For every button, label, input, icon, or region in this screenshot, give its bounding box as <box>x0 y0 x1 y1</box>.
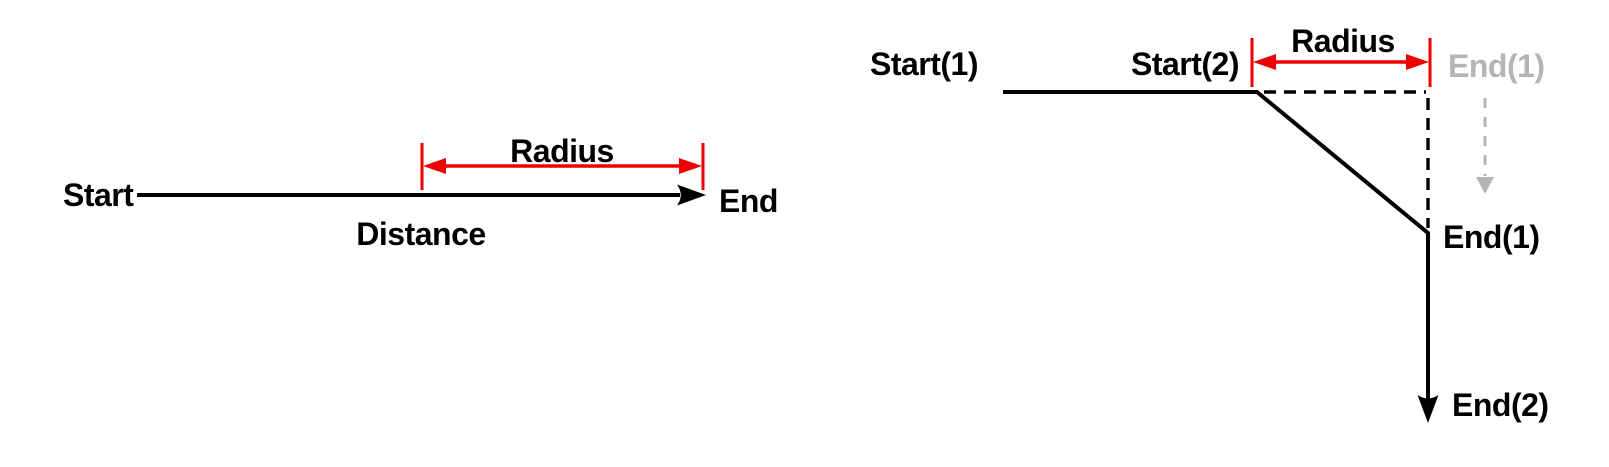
start-label: Start <box>63 177 134 213</box>
end1-label: End(1) <box>1443 219 1540 255</box>
bent-path-arrowhead-icon <box>1417 395 1439 423</box>
left-diagram: Start End Radius Distance <box>63 133 778 252</box>
right-diagram: Start(1) Start(2) Radius End(1) End(1) E… <box>870 23 1549 423</box>
radius-dim-right-arrowhead-icon <box>1406 54 1429 70</box>
start1-label: Start(1) <box>870 46 978 82</box>
end-label: End <box>719 183 778 219</box>
radius-label: Radius <box>1291 23 1395 59</box>
end1-ghost-label: End(1) <box>1448 48 1545 84</box>
radius-dim-right-arrowhead-icon <box>679 158 702 174</box>
bent-path-line <box>1003 90 1430 406</box>
start2-label: Start(2) <box>1131 46 1239 82</box>
ghost-end-shift-arrowhead-icon <box>1476 177 1494 194</box>
distance-label: Distance <box>356 216 485 252</box>
distance-arrowhead-icon <box>677 184 706 206</box>
radius-dim-left-arrowhead-icon <box>1253 54 1276 70</box>
end2-label: End(2) <box>1452 387 1549 423</box>
radius-dim-left-arrowhead-icon <box>423 158 446 174</box>
radius-label: Radius <box>510 133 614 169</box>
